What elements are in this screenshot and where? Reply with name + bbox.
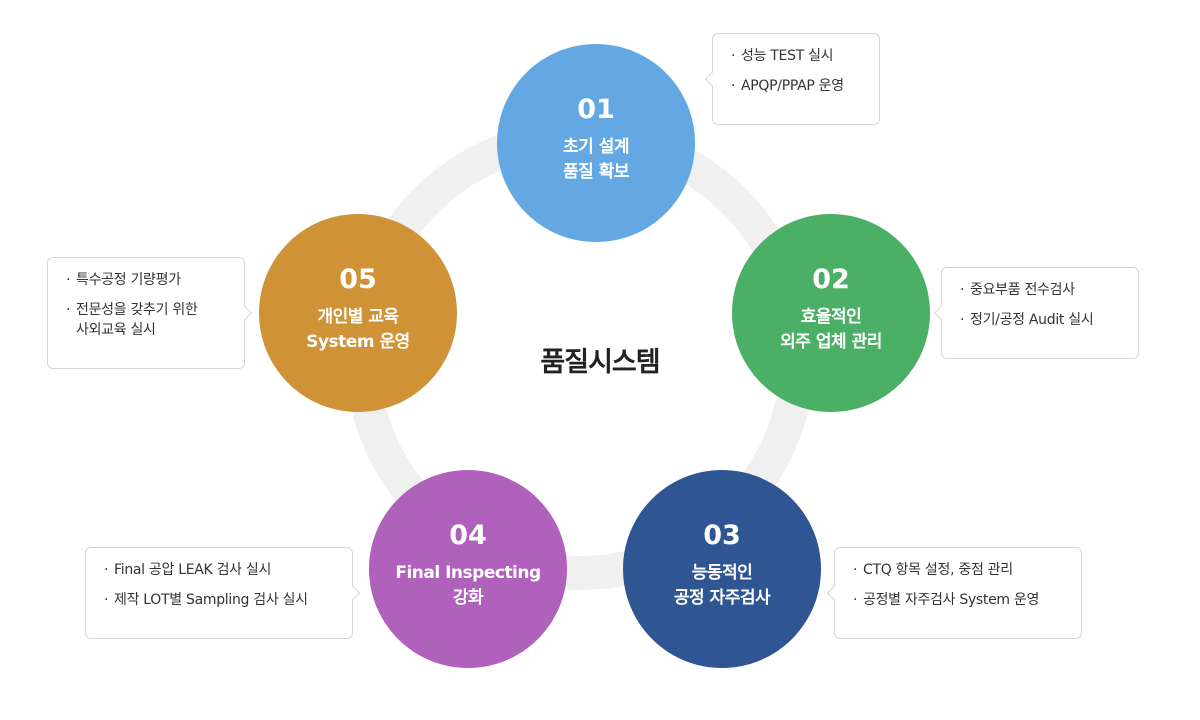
detail-item: 전문성을 갖추기 위한 사외교육 실시: [66, 300, 228, 340]
callout-tail: [826, 585, 842, 601]
callout-tail: [345, 585, 361, 601]
step-number: 04: [449, 519, 487, 551]
detail-item: Final 공압 LEAK 검사 실시: [104, 560, 336, 580]
step-05-detail-box: 특수공정 기량평가 전문성을 갖추기 위한 사외교육 실시: [47, 257, 253, 369]
detail-item: APQP/PPAP 운영: [731, 76, 863, 96]
callout-tail: [237, 305, 253, 321]
step-number: 05: [339, 263, 377, 295]
step-title-line: 강화: [452, 587, 484, 608]
step-number: 01: [577, 93, 615, 125]
step-01-circle: 01 초기 설계 품질 확보: [497, 44, 695, 242]
step-title-line: 공정 자주검사: [673, 587, 771, 608]
detail-item: 공정별 자주검사 System 운영: [853, 590, 1065, 610]
step-04-detail-box: Final 공압 LEAK 검사 실시 제작 LOT별 Sampling 검사 …: [85, 547, 361, 639]
step-number: 02: [812, 263, 850, 295]
callout-tail: [933, 305, 949, 321]
step-number: 03: [703, 519, 741, 551]
callout-tail: [704, 71, 720, 87]
detail-item-line: 사외교육 실시: [76, 322, 156, 338]
detail-item: CTQ 항목 설정, 중점 관리: [853, 560, 1065, 580]
center-title: 품질시스템: [540, 347, 660, 378]
step-03-detail-box: CTQ 항목 설정, 중점 관리 공정별 자주검사 System 운영: [826, 547, 1082, 639]
step-04-circle: 04 Final Inspecting 강화: [369, 470, 567, 668]
detail-item-line: 전문성을 갖추기 위한: [76, 302, 198, 318]
step-02-circle: 02 효율적인 외주 업체 관리: [732, 214, 930, 412]
step-01-detail-box: 성능 TEST 실시 APQP/PPAP 운영: [704, 33, 880, 125]
step-title-line: 초기 설계: [563, 136, 629, 157]
step-title-line: 능동적인: [691, 562, 753, 583]
detail-item: 제작 LOT별 Sampling 검사 실시: [104, 590, 336, 610]
detail-item: 성능 TEST 실시: [731, 46, 863, 66]
step-02-detail-box: 중요부품 전수검사 정기/공정 Audit 실시: [933, 267, 1139, 359]
detail-item: 특수공정 기량평가: [66, 270, 228, 290]
detail-item: 중요부품 전수검사: [960, 280, 1122, 300]
step-title-line: 외주 업체 관리: [780, 331, 882, 352]
step-title-line: 품질 확보: [563, 161, 629, 182]
step-title-line: 개인별 교육: [317, 306, 399, 327]
step-title-line: 효율적인: [800, 306, 862, 327]
step-title-line: Final Inspecting: [395, 562, 541, 583]
step-03-circle: 03 능동적인 공정 자주검사: [623, 470, 821, 668]
step-05-circle: 05 개인별 교육 System 운영: [259, 214, 457, 412]
step-title-line: System 운영: [306, 331, 410, 352]
detail-item: 정기/공정 Audit 실시: [960, 310, 1122, 330]
